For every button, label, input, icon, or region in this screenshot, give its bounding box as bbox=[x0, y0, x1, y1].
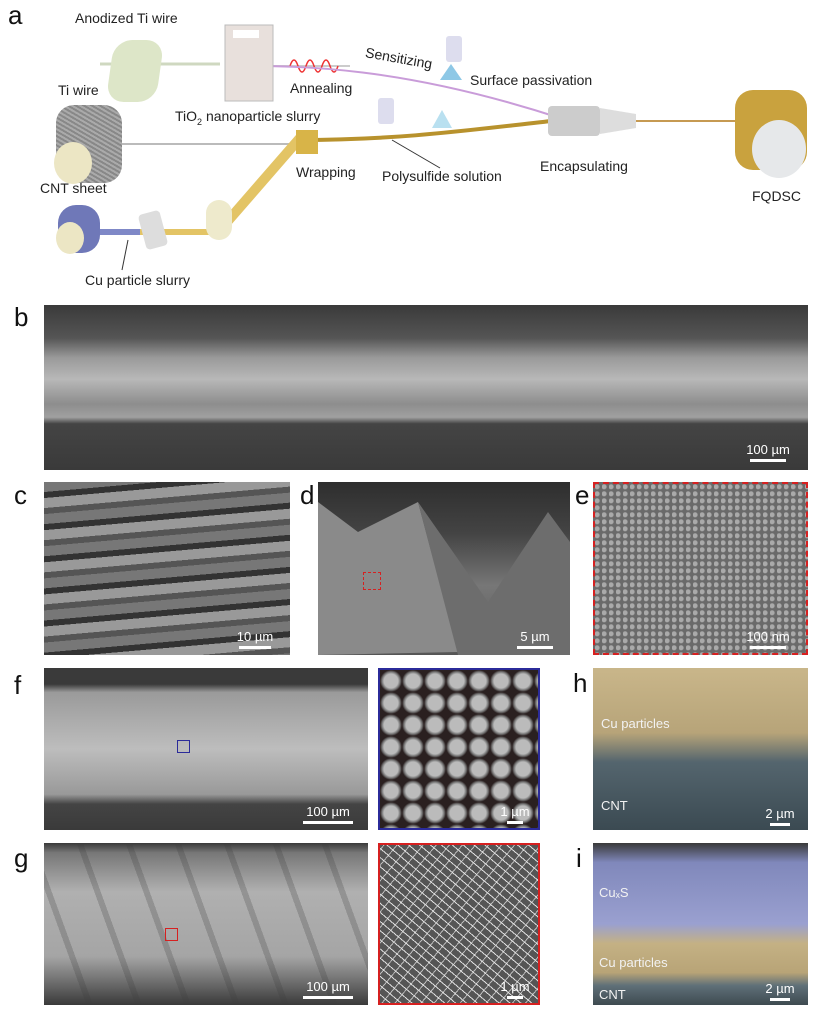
scale-bar-text: 1 µm bbox=[500, 804, 530, 819]
label-fqdsc: FQDSC bbox=[752, 188, 801, 204]
label-surface-passivation: Surface passivation bbox=[470, 72, 593, 88]
scale-bar-b: 100 µm bbox=[738, 442, 798, 462]
panel-label-f: f bbox=[14, 670, 22, 700]
scale-bar-e: 100 nm bbox=[738, 629, 798, 649]
cnt-roll-end bbox=[56, 222, 84, 254]
scale-bar-text: 2 µm bbox=[765, 981, 795, 996]
ti-wire-roll-end bbox=[54, 142, 92, 184]
panel-label-a: a bbox=[8, 0, 23, 30]
label-annealing: Annealing bbox=[290, 80, 353, 96]
red-box bbox=[165, 928, 178, 941]
label-cnt-sheet: CNT sheet bbox=[40, 180, 107, 196]
scale-bar-text: 2 µm bbox=[765, 806, 795, 821]
label-anodized-ti-wire: Anodized Ti wire bbox=[75, 10, 178, 26]
scale-bar-f-inset: 1 µm bbox=[498, 804, 532, 824]
sem-inset-g: 1 µm bbox=[378, 843, 540, 1005]
sem-image-f: 100 µm bbox=[44, 668, 368, 830]
scale-bar-text: 100 nm bbox=[746, 629, 790, 644]
sem-inset-f: 1 µm bbox=[378, 668, 540, 830]
overlay-h-cnt: CNT bbox=[601, 798, 628, 813]
sem-image-g: 100 µm bbox=[44, 843, 368, 1005]
scale-bar-text: 10 µm bbox=[236, 629, 274, 644]
scale-bar-i: 2 µm bbox=[760, 981, 800, 1001]
red-dashed-box bbox=[363, 572, 381, 590]
scale-bar-text: 5 µm bbox=[520, 629, 550, 644]
scale-bar-text: 100 µm bbox=[746, 442, 790, 457]
tio2-subscript: 2 bbox=[197, 116, 203, 127]
overlay-i-cuxs: CuₓS bbox=[599, 885, 629, 900]
sem-image-d: 5 µm bbox=[318, 482, 570, 655]
schematic: Anodized Ti wire Ti wire CNT sheet Cu pa… bbox=[0, 0, 816, 300]
scale-bar-g: 100 µm bbox=[298, 979, 358, 999]
sem-image-b: 100 µm bbox=[44, 305, 808, 470]
panel-label-e: e bbox=[575, 480, 590, 510]
panel-label-h: h bbox=[573, 668, 588, 698]
scale-bar-text: 100 µm bbox=[306, 979, 350, 994]
panel-label-d: d bbox=[300, 480, 315, 510]
label-ti-wire: Ti wire bbox=[58, 82, 99, 98]
flake-texture bbox=[380, 845, 538, 1003]
scale-bar-c: 10 µm bbox=[230, 629, 280, 649]
sem-d-texture bbox=[318, 502, 570, 655]
label-wrapping: Wrapping bbox=[296, 164, 356, 180]
scale-bar-text: 1 µm bbox=[500, 979, 530, 994]
sem-image-h: Cu particles CNT 2 µm bbox=[593, 668, 808, 830]
label-cu-particle-slurry: Cu particle slurry bbox=[85, 272, 191, 288]
tio2-suffix: nanoparticle slurry bbox=[202, 108, 321, 124]
fqdsc-roll-end bbox=[752, 120, 806, 178]
roller bbox=[206, 200, 232, 240]
panel-label-i: i bbox=[576, 843, 582, 873]
overlay-i-cu-particles: Cu particles bbox=[599, 955, 668, 970]
blue-box bbox=[177, 740, 190, 753]
sem-image-c: 10 µm bbox=[44, 482, 290, 655]
overlay-i-cnt: CNT bbox=[599, 987, 626, 1002]
scale-bar-d: 5 µm bbox=[510, 629, 560, 649]
panel-label-c: c bbox=[14, 480, 27, 510]
scale-bar-g-inset: 1 µm bbox=[498, 979, 532, 999]
scale-bar-text: 100 µm bbox=[306, 804, 350, 819]
panel-label-b: b bbox=[14, 302, 29, 332]
sem-image-e: 100 nm bbox=[593, 482, 808, 655]
sem-image-i: CuₓS Cu particles CNT 2 µm bbox=[593, 843, 808, 1005]
scale-bar-f: 100 µm bbox=[298, 804, 358, 824]
label-polysulfide-solution: Polysulfide solution bbox=[382, 168, 502, 184]
label-tio2-slurry: TiO2 nanoparticle slurry bbox=[175, 108, 320, 127]
overlay-h-cu-particles: Cu particles bbox=[601, 716, 670, 731]
label-encapsulating: Encapsulating bbox=[540, 158, 628, 174]
scale-bar-h: 2 µm bbox=[760, 806, 800, 826]
tio2-text: TiO bbox=[175, 108, 198, 124]
wrap-texture bbox=[44, 843, 368, 1005]
panel-label-g: g bbox=[14, 843, 29, 873]
